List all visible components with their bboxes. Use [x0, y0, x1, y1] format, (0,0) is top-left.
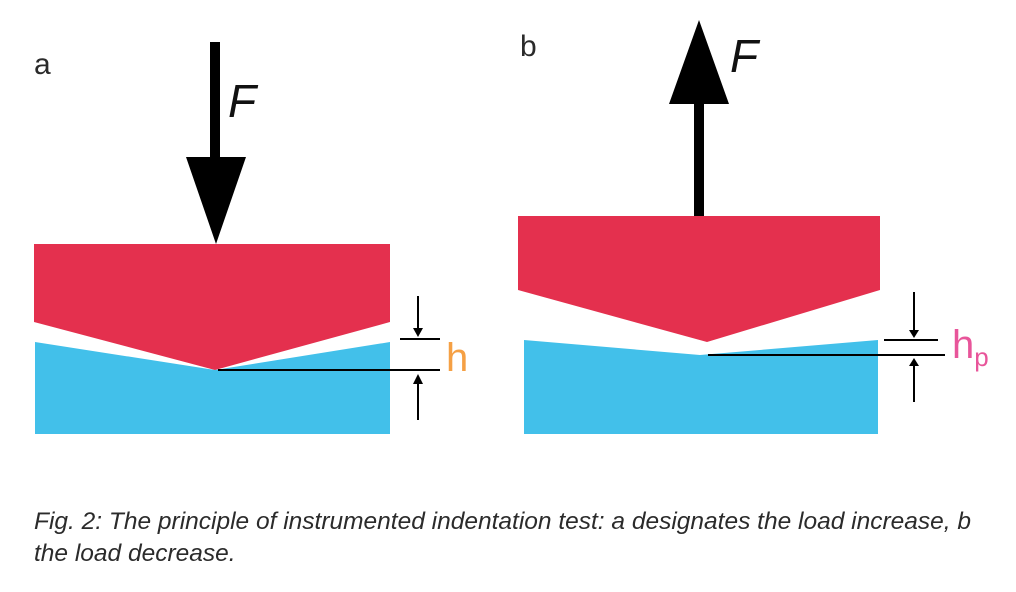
panel-b-depth-label: h	[952, 323, 974, 367]
panel-b-depth-label-group: hp	[952, 323, 989, 372]
panel-b-indenter	[518, 216, 880, 342]
panel-b-specimen	[524, 340, 878, 434]
panel-a-depth-arrow-bottom	[413, 374, 423, 384]
panel-b-depth-arrow-bottom	[909, 358, 919, 366]
panel-a-force-arrow-down	[186, 42, 246, 244]
panel-a-force-label: F	[228, 75, 259, 127]
indentation-diagram: a F h b F	[34, 20, 989, 434]
panel-a-depth-indicator	[218, 296, 440, 420]
panel-a-depth-label: h	[446, 336, 468, 380]
panel-a-indenter	[34, 244, 390, 370]
panel-a-specimen	[35, 342, 390, 434]
panel-b: b F hp	[518, 20, 989, 434]
panel-b-force-label: F	[730, 30, 761, 82]
figure-caption: Fig. 2: The principle of instrumented in…	[34, 508, 972, 567]
panel-b-depth-subscript: p	[974, 342, 988, 372]
panel-b-letter: b	[520, 30, 537, 63]
panel-b-force-arrow-up	[669, 20, 729, 216]
panel-b-depth-indicator	[708, 292, 945, 402]
panel-a-letter: a	[34, 48, 51, 81]
panel-b-depth-arrow-top	[909, 330, 919, 338]
panel-a-depth-arrow-top	[413, 328, 423, 337]
panel-a: a F h	[34, 42, 468, 434]
